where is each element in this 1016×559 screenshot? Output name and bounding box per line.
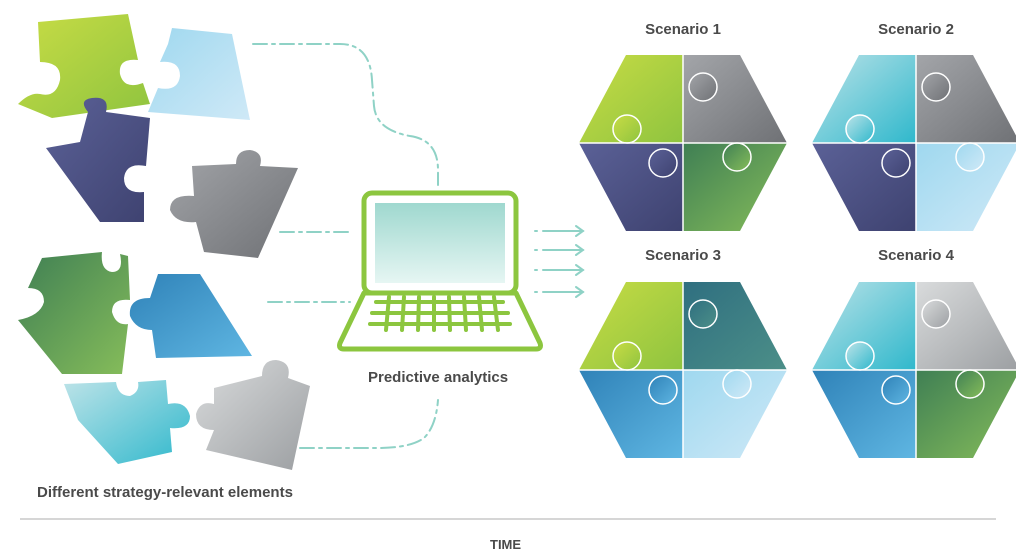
puzzle-tab xyxy=(921,72,951,102)
puzzle-piece-blue xyxy=(129,274,252,358)
scenario-hexagons xyxy=(579,55,1016,458)
puzzle-piece-purple xyxy=(46,97,150,222)
puzzle-piece-light-blue xyxy=(916,143,1016,231)
puzzle-piece-green xyxy=(579,282,683,370)
puzzle-piece-teal xyxy=(812,55,916,143)
output-arrows xyxy=(534,225,585,298)
puzzle-tab xyxy=(881,375,911,405)
connector-lines xyxy=(252,43,439,449)
puzzle-piece-green-dark xyxy=(683,143,787,231)
piece-seams xyxy=(579,282,787,458)
puzzle-tab xyxy=(688,72,718,102)
center-caption: Predictive analytics xyxy=(368,369,509,386)
puzzle-tab xyxy=(955,369,985,399)
keyboard-icon xyxy=(368,295,512,332)
puzzle-piece-teal xyxy=(812,282,916,370)
puzzle-piece-teal xyxy=(64,380,190,464)
arrow-icon xyxy=(534,286,585,298)
puzzle-piece-gray xyxy=(170,150,298,258)
puzzle-tab xyxy=(722,142,752,172)
laptop-icon xyxy=(337,190,543,352)
puzzle-tab xyxy=(648,148,678,178)
puzzle-tab xyxy=(648,375,678,405)
piece-seams xyxy=(812,282,1016,458)
scenario-2-title: Scenario 2 xyxy=(878,21,954,38)
piece-seams xyxy=(812,55,1016,231)
scenario-1-title: Scenario 1 xyxy=(645,21,721,38)
scenario-2-hexagon xyxy=(812,55,1016,231)
scenario-4-hexagon xyxy=(812,282,1016,458)
arrow-icon xyxy=(534,225,585,237)
scenario-3-hexagon xyxy=(579,282,787,458)
arrow-icon xyxy=(534,264,585,276)
puzzle-piece-green-dark xyxy=(916,370,1016,458)
connector-bottom xyxy=(299,399,439,449)
puzzle-tab xyxy=(845,341,875,371)
puzzle-tab xyxy=(612,341,642,371)
left-caption: Different strategy-relevant elements xyxy=(37,484,293,501)
puzzle-piece-light-blue xyxy=(148,28,250,120)
arrow-icon xyxy=(534,244,585,256)
puzzle-tab xyxy=(921,299,951,329)
puzzle-piece-silver xyxy=(196,360,310,470)
puzzle-piece-green xyxy=(579,55,683,143)
puzzle-piece-dark-green xyxy=(18,252,130,374)
puzzle-tab xyxy=(881,148,911,178)
scenario-4-title: Scenario 4 xyxy=(878,247,954,264)
puzzle-tab xyxy=(845,114,875,144)
scenario-1-hexagon xyxy=(579,55,787,231)
puzzle-tab xyxy=(955,142,985,172)
connector-top xyxy=(252,43,439,186)
puzzle-tab xyxy=(612,114,642,144)
loose-puzzle-pieces xyxy=(18,14,310,470)
puzzle-piece-light-blue xyxy=(683,370,787,458)
time-axis-label: TIME xyxy=(490,537,522,552)
scenario-3-title: Scenario 3 xyxy=(645,247,721,264)
puzzle-piece-green xyxy=(18,14,150,118)
puzzle-tab xyxy=(688,299,718,329)
puzzle-tab xyxy=(722,369,752,399)
piece-seams xyxy=(579,55,787,231)
